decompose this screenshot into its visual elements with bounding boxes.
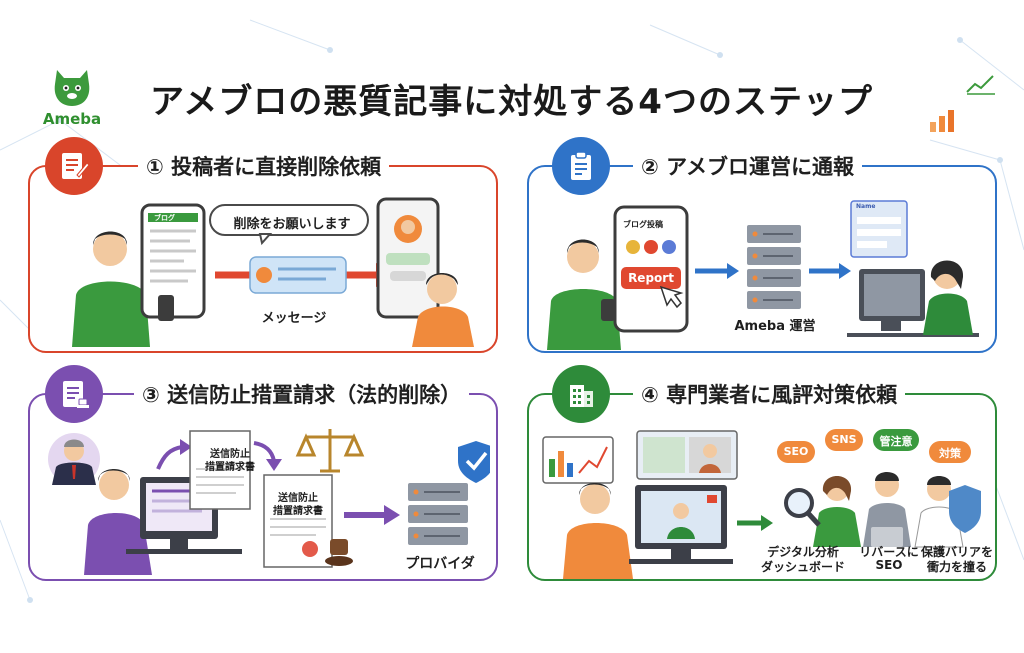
step-2-badge [552, 137, 610, 195]
step-2-report-button: Report [628, 271, 674, 285]
step-4-caption-2-line2: SEO [875, 558, 903, 572]
step-4-caption-1-line2: ダッシュボード [760, 560, 845, 574]
step-1-card: ① 投稿者に直接削除依頼 削除をお願いします ブログ メッセージ [28, 151, 498, 353]
step-3-server-caption: プロバイダ [405, 556, 475, 572]
step-4-tag-sns: SNS [831, 433, 857, 446]
step-4-tag-seo: SEO [783, 445, 809, 458]
step-4-tag-caution: 管注意 [879, 435, 913, 448]
trend-chart-icon [966, 75, 995, 95]
step-1-illustration [72, 197, 474, 347]
step-2-phone-header: ブログ投稿 [623, 220, 663, 229]
step-4-tag-measures: 対策 [939, 447, 961, 460]
step-4-badge [552, 365, 610, 423]
step-2-form-label: Name [856, 203, 876, 210]
step-4-illustration [542, 429, 981, 579]
clipboard-icon [571, 151, 591, 180]
office-building-icon [570, 385, 593, 407]
step-3-doc1-line1: 送信防止 [210, 449, 250, 460]
step-3-heading: ③ 送信防止措置請求（法的削除） [134, 379, 470, 409]
ameba-mascot-icon [54, 70, 90, 106]
step-4-caption-1-line1: デジタル分析 [767, 545, 839, 559]
step-1-bubble-text: 削除をお願いします [233, 217, 351, 232]
logo-name: Ameba [42, 110, 102, 128]
step-2-server-caption: Ameba 運営 [734, 319, 816, 334]
legal-document-icon [63, 381, 89, 408]
step-1-badge [45, 137, 103, 195]
document-pen-icon [62, 153, 90, 179]
step-1-caption: メッセージ [261, 311, 327, 326]
step-3-card: ③ 送信防止措置請求（法的削除） [28, 379, 498, 581]
bar-chart-icon [930, 110, 954, 132]
step-3-doc1-line2: 措置請求書 [205, 462, 255, 473]
step-1-heading: ① 投稿者に直接削除依頼 [138, 151, 390, 181]
page-title: アメブロの悪質記事に対処する4つのステップ [150, 82, 873, 122]
step-4-caption-2-line1: リバースに [859, 545, 919, 559]
ameba-logo: Ameba [36, 64, 108, 128]
step-4-caption-3-line2: 衝力を撞る [926, 560, 987, 574]
step-3-doc2-line1: 送信防止 [278, 493, 318, 504]
step-4-card: ④ 専門業者に風評対策依頼 [527, 379, 997, 581]
step-3-doc2-line2: 措置請求書 [273, 506, 323, 517]
step-2-heading: ② アメブロ運営に通報 [633, 151, 863, 181]
step-1-phone-header: ブログ [154, 214, 175, 222]
step-4-caption-3-line1: 保護バリアを [920, 545, 993, 559]
step-4-heading: ④ 専門業者に風評対策依頼 [633, 379, 906, 409]
step-2-illustration [547, 200, 979, 350]
step-3-badge [45, 365, 103, 423]
step-3-illustration [48, 429, 490, 575]
step-2-card: ② アメブロ運営に通報 ブログ投稿 Report Na [527, 151, 997, 353]
